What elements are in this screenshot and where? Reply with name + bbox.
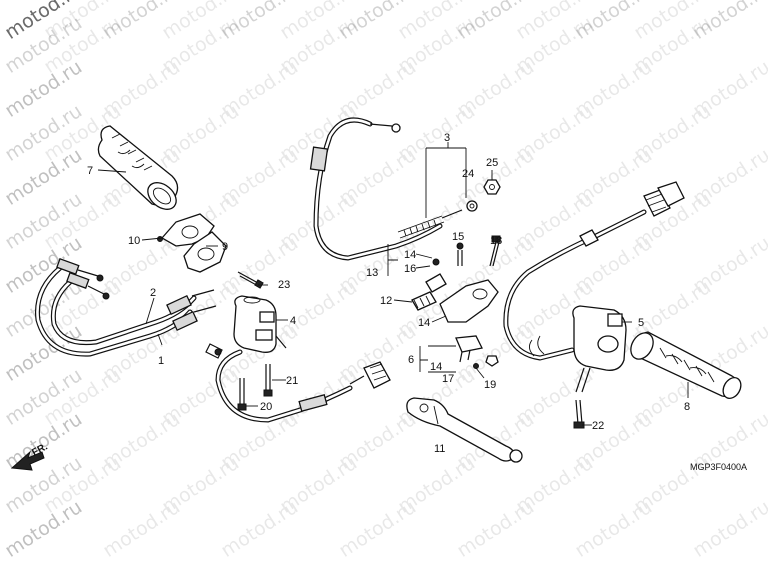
screw-21 — [263, 364, 273, 397]
right-switch — [503, 181, 685, 393]
ref-4: 4 — [290, 315, 296, 327]
leader-lines — [97, 142, 689, 426]
right-grip — [630, 331, 742, 399]
ref-19: 19 — [484, 379, 496, 391]
screw-23 — [237, 271, 264, 289]
ref-12: 12 — [380, 295, 392, 307]
ref-9: 9 — [222, 241, 228, 253]
reference-numbers: 1 2 3 4 5 6 7 8 9 10 11 12 13 14 14 14 1… — [87, 132, 690, 455]
ref-6: 6 — [408, 354, 414, 366]
ref-8: 8 — [684, 401, 690, 413]
nut-24 — [466, 200, 478, 212]
ref-17: 17 — [442, 373, 454, 385]
ref-10: 10 — [128, 235, 140, 247]
ref-20: 20 — [260, 401, 272, 413]
ref-2: 2 — [150, 287, 156, 299]
ref-11: 11 — [434, 443, 445, 455]
ref-14-a: 14 — [404, 249, 416, 261]
ref-3: 3 — [444, 132, 450, 144]
ref-14-b: 14 — [418, 317, 430, 329]
ref-25: 25 — [486, 157, 498, 169]
throttle-housing — [157, 213, 227, 273]
throttle-cables — [34, 257, 217, 357]
screw-20 — [237, 378, 247, 411]
ref-16: 16 — [404, 263, 416, 275]
clutch-lever — [406, 397, 523, 463]
clutch-cable — [309, 117, 463, 261]
screw-22 — [573, 399, 585, 429]
figure-code: MGP3F0400A — [690, 462, 747, 472]
clutch-bracket — [411, 235, 501, 369]
front-direction-label: FR. — [30, 441, 50, 458]
ref-21: 21 — [286, 375, 298, 387]
ref-24: 24 — [462, 168, 474, 180]
left-switch — [205, 295, 391, 423]
ref-7: 7 — [87, 165, 93, 177]
ref-18: 18 — [490, 235, 502, 247]
ref-5: 5 — [638, 317, 644, 329]
ref-23: 23 — [278, 279, 290, 291]
ref-1: 1 — [158, 355, 164, 367]
ref-13: 13 — [366, 267, 378, 279]
front-direction-arrow: FR. — [10, 441, 50, 471]
ref-15: 15 — [452, 231, 464, 243]
ref-14-c: 14 — [430, 361, 442, 373]
nut-25 — [483, 179, 501, 195]
left-grip — [97, 125, 179, 210]
ref-22: 22 — [592, 420, 604, 432]
